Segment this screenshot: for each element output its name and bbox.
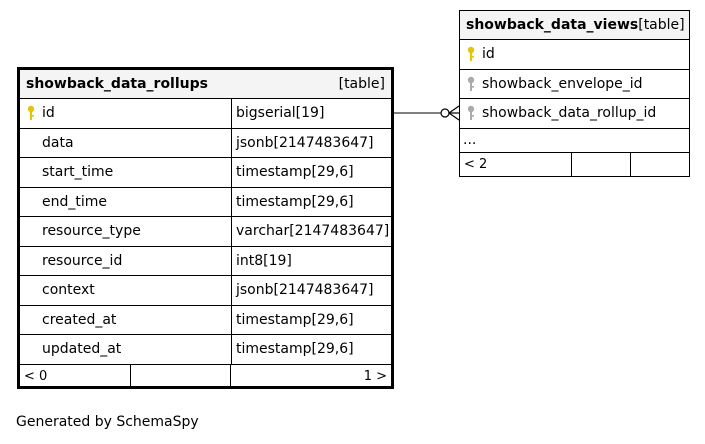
ellipsis: ... — [463, 132, 477, 148]
column-name: showback_envelope_id — [482, 75, 643, 92]
column-type: bigserial[19] — [231, 99, 391, 128]
primary-key-icon — [460, 46, 482, 62]
footer-left: < 2 — [460, 152, 572, 176]
column-row[interactable]: created_at timestamp[29,6] — [20, 305, 391, 335]
column-type: timestamp[29,6] — [231, 335, 391, 364]
column-name: id — [482, 46, 495, 63]
column-name: id — [42, 105, 55, 122]
table-header: showback_data_views [table] — [460, 11, 689, 40]
more-columns-row: ... — [460, 129, 689, 153]
column-row[interactable]: id — [460, 40, 689, 70]
footer-middle — [131, 364, 231, 389]
column-type: jsonb[2147483647] — [231, 276, 391, 305]
column-name: end_time — [42, 193, 108, 210]
column-row[interactable]: data jsonb[2147483647] — [20, 128, 391, 158]
column-name: context — [42, 282, 95, 299]
column-row[interactable]: end_time timestamp[29,6] — [20, 187, 391, 217]
foreign-key-icon — [460, 105, 482, 121]
column-type: timestamp[29,6] — [231, 305, 391, 334]
column-name: resource_id — [42, 252, 123, 269]
column-name: showback_data_rollup_id — [482, 105, 657, 122]
foreign-key-icon — [460, 76, 482, 92]
column-name: resource_type — [42, 223, 141, 240]
table-showback-data-rollups[interactable]: showback_data_rollups [table] id bigseria… — [17, 67, 394, 389]
table-name: showback_data_views — [466, 17, 639, 33]
footer-right: 1 > — [363, 369, 387, 384]
column-row[interactable]: showback_data_rollup_id — [460, 99, 689, 129]
generated-by-credit: Generated by SchemaSpy — [16, 414, 199, 430]
column-name: start_time — [42, 164, 114, 181]
column-row[interactable]: id bigserial[19] — [20, 99, 391, 129]
table-footer: < 2 — [460, 152, 689, 176]
column-type: int8[19] — [231, 246, 391, 275]
footer-middle — [572, 152, 631, 176]
footer-right — [631, 153, 689, 176]
column-name: created_at — [42, 311, 117, 328]
column-row[interactable]: context jsonb[2147483647] — [20, 276, 391, 306]
column-row[interactable]: showback_envelope_id — [460, 70, 689, 99]
table-name: showback_data_rollups — [26, 76, 208, 92]
table-showback-data-views[interactable]: showback_data_views [table] id showback_e… — [459, 10, 690, 177]
table-kind: [table] — [338, 76, 385, 92]
column-type: jsonb[2147483647] — [231, 128, 391, 157]
column-type: timestamp[29,6] — [231, 187, 391, 216]
table-header: showback_data_rollups [table] — [20, 70, 391, 99]
column-name: updated_at — [42, 341, 122, 358]
column-type: timestamp[29,6] — [231, 158, 391, 187]
column-row[interactable]: updated_at timestamp[29,6] — [20, 335, 391, 365]
column-row[interactable]: start_time timestamp[29,6] — [20, 158, 391, 188]
column-type: varchar[2147483647] — [231, 217, 391, 246]
primary-key-icon — [20, 105, 42, 121]
column-row[interactable]: resource_id int8[19] — [20, 246, 391, 276]
column-name: data — [42, 134, 74, 151]
table-footer: < 0 1 > — [20, 364, 391, 389]
table-kind: [table] — [638, 17, 685, 33]
column-row[interactable]: resource_type varchar[2147483647] — [20, 217, 391, 247]
footer-left: < 0 — [20, 364, 131, 389]
